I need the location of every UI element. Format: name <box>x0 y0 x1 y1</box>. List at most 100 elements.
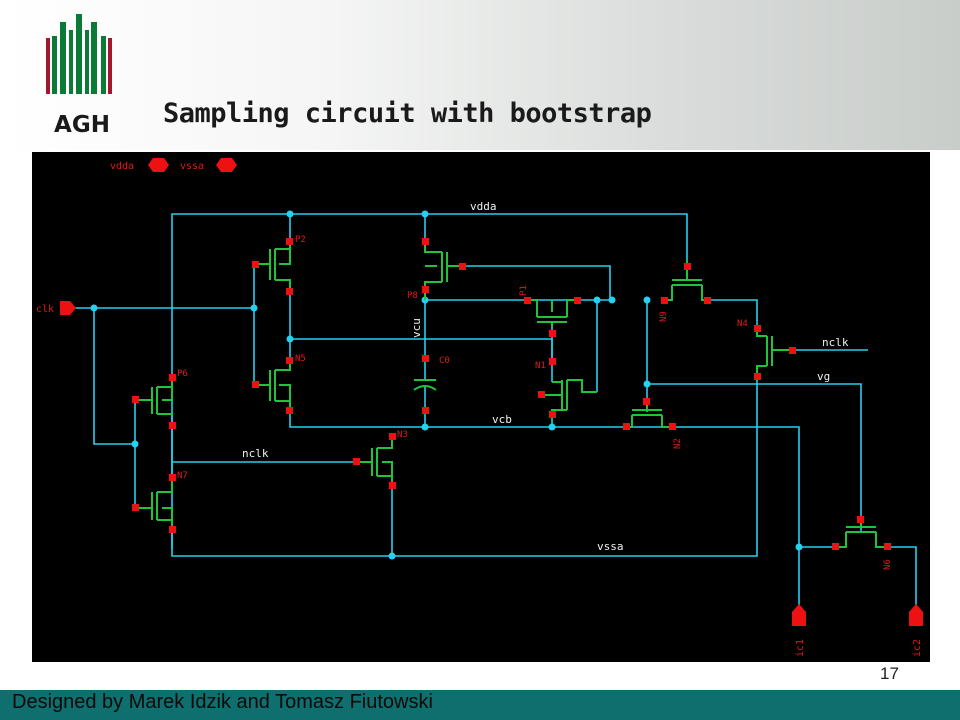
pins <box>132 238 891 550</box>
port-clk-symbol <box>60 301 76 315</box>
net-vssa-label: vssa <box>597 540 624 553</box>
clk-down <box>93 308 135 445</box>
pin <box>286 288 293 295</box>
device-n6-label: N6 <box>883 559 893 570</box>
pin <box>832 543 839 550</box>
pin <box>286 357 293 364</box>
ports <box>60 158 923 626</box>
pin <box>422 286 429 293</box>
port-vdda-label: vdda <box>110 161 134 172</box>
pin <box>169 526 176 533</box>
pin <box>252 261 259 268</box>
device-n4-label: N4 <box>737 319 748 329</box>
junction-dot <box>548 423 556 431</box>
pin <box>286 407 293 414</box>
pin <box>286 238 293 245</box>
pin <box>422 407 429 414</box>
pin <box>549 358 556 365</box>
pin <box>132 504 139 511</box>
logo-text: AGH <box>54 112 110 136</box>
p8-gate-loop <box>462 265 611 300</box>
footer-bar: Designed by Marek Idzik and Tomasz Fiuto… <box>0 690 960 720</box>
device-p8-label: P8 <box>407 291 418 301</box>
junction-dot <box>286 335 294 343</box>
page-number: 17 <box>880 664 899 683</box>
transistor-p1 <box>527 299 577 327</box>
pin <box>169 474 176 481</box>
capacitor-c0 <box>413 379 437 391</box>
net-vcb-label: vcb <box>492 413 512 426</box>
net-vcu-label: vcu <box>410 318 423 338</box>
transistor-n7 <box>135 477 173 530</box>
junction-dot <box>250 304 258 312</box>
pin <box>252 381 259 388</box>
slide-title: Sampling circuit with bootstrap <box>163 98 652 129</box>
junction-dot <box>593 296 601 304</box>
junction-dot <box>131 440 139 448</box>
transistor-n5 <box>258 360 291 410</box>
pin <box>549 411 556 418</box>
pin <box>538 391 545 398</box>
pin <box>643 398 650 405</box>
net-nclk-left-label: nclk <box>242 447 269 460</box>
pin <box>169 422 176 429</box>
pin <box>422 238 429 245</box>
pin <box>789 347 796 354</box>
pin <box>132 396 139 403</box>
junction-dot <box>388 552 396 560</box>
junction-dot <box>90 304 98 312</box>
schematic-canvas: vdda vssa clk ic1 ic2 vdda vssa nclk ncl… <box>32 152 930 662</box>
vg-wire <box>647 383 862 532</box>
pin <box>169 374 176 381</box>
pin <box>389 482 396 489</box>
vssa-rail <box>171 530 392 557</box>
device-n1-label: N1 <box>535 361 546 371</box>
pin <box>353 458 360 465</box>
junction-dot <box>643 296 651 304</box>
port-vssa-label: vssa <box>180 161 204 172</box>
device-p2-label: P2 <box>295 235 306 245</box>
junction-dot <box>286 210 294 218</box>
pin <box>704 297 711 304</box>
transistor-p8 <box>424 242 462 300</box>
pin <box>684 263 691 270</box>
transistor-p6 <box>135 378 173 415</box>
p2n5-out <box>290 338 553 360</box>
pin <box>459 263 466 270</box>
port-vdda-symbol <box>148 158 169 172</box>
ic2-wire <box>887 546 917 612</box>
device-n7-label: N7 <box>177 471 188 481</box>
pin <box>754 325 761 332</box>
pin <box>884 543 891 550</box>
junction-dot <box>643 380 651 388</box>
pin <box>389 433 396 440</box>
junction-dot <box>608 296 616 304</box>
devices <box>135 242 887 548</box>
pin <box>549 330 556 337</box>
pin <box>524 297 531 304</box>
device-n9-label: N9 <box>659 311 669 322</box>
transistor-p2 <box>258 242 291 292</box>
n9-out <box>707 299 758 328</box>
vcb-wire <box>425 426 800 547</box>
device-n5-label: N5 <box>295 354 306 364</box>
port-ic1-label: ic1 <box>795 639 806 657</box>
junction-dot <box>421 210 429 218</box>
net-nclk-right-label: nclk <box>822 336 849 349</box>
vdda-rail <box>171 213 688 549</box>
junction-dot <box>421 423 429 431</box>
pin <box>422 355 429 362</box>
pin <box>574 297 581 304</box>
transistor-n1 <box>542 379 597 412</box>
device-c0-label: C0 <box>439 356 450 366</box>
pin <box>857 516 864 523</box>
pin <box>669 423 676 430</box>
header-band <box>0 0 960 150</box>
pin <box>754 373 761 380</box>
pin <box>623 423 630 430</box>
n4-to-vssa <box>392 377 758 557</box>
junctions <box>90 210 803 560</box>
transistor-n6 <box>837 520 887 548</box>
device-p6-label: P6 <box>177 369 188 379</box>
port-vssa-symbol <box>216 158 237 172</box>
